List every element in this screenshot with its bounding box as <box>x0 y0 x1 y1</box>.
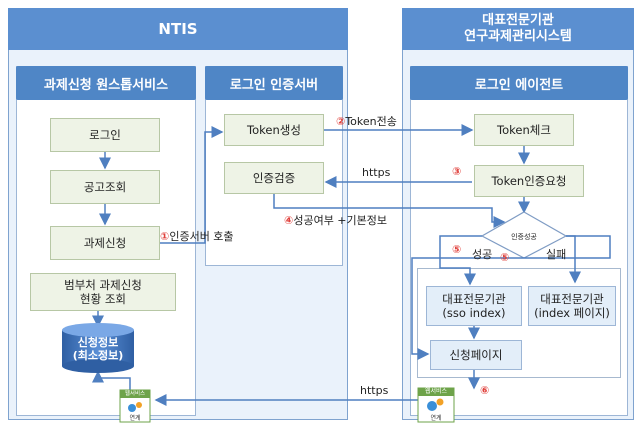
https-label-2: https <box>360 384 389 397</box>
token-check-label: Token체크 <box>497 123 551 137</box>
flow-5b: ⑤ <box>500 251 509 264</box>
sso-index-box: 대표전문기관 (sso index) <box>426 286 522 326</box>
arrow-success <box>439 235 482 286</box>
ws-left-title: 웹서비스 <box>124 391 146 397</box>
apply-page-label: 신청페이지 <box>449 348 503 362</box>
arrow-success-apply <box>411 235 611 360</box>
flow-2-number: ② <box>336 115 346 128</box>
result-group <box>417 268 621 378</box>
flow-6: ⑥ <box>480 384 489 397</box>
step-apply-label: 과제신청 <box>83 236 127 250</box>
arrow-result-info <box>273 194 506 228</box>
onestop-header: 과제신청 원스톱서비스 <box>16 66 196 100</box>
token-create-box: Token생성 <box>224 114 324 146</box>
step-login: 로그인 <box>50 118 160 152</box>
sso-index-label: 대표전문기관 (sso index) <box>442 292 506 320</box>
flow-1-number: ① <box>160 230 170 243</box>
database-cylinder <box>62 323 134 373</box>
login-agent-header: 로그인 에이전트 <box>410 66 628 100</box>
step-login-label: 로그인 <box>89 128 121 142</box>
web-service-icon-left <box>119 389 151 423</box>
flow-3-number-wrap: ③ <box>452 165 461 178</box>
flow-4-number: ④ <box>284 214 294 227</box>
auth-verify-label: 인증검증 <box>252 171 296 185</box>
decision-label: 인증성공 <box>511 232 537 241</box>
flow-3-number: ③ <box>452 165 462 178</box>
agency-title: 대표전문기관 연구과제관리시스템 <box>402 8 634 50</box>
arrow-call-auth <box>160 126 224 244</box>
flow-4-text: 성공여부 +기본정보 <box>293 214 388 227</box>
ws-right-title: 웹서비스 <box>424 388 448 395</box>
flow-2-text: Token전송 <box>345 115 397 128</box>
arrow-fail <box>566 235 581 284</box>
ntis-title: NTIS <box>8 8 348 50</box>
flow-2: ②Token전송 <box>336 113 397 129</box>
step-announcement: 공고조회 <box>50 170 160 204</box>
fail-label: 실패 <box>546 248 567 261</box>
ws-left-link: 연계 <box>129 415 141 422</box>
flow-5b-number: ⑤ <box>500 251 510 264</box>
https-label-1: https <box>362 166 391 179</box>
flow-5a: ⑤ <box>452 243 461 256</box>
flow-1: ①인증서버 호출 <box>160 228 234 244</box>
auth-verify-box: 인증검증 <box>224 162 324 194</box>
db-label: 신청정보 (최소정보) <box>72 336 124 362</box>
token-check-box: Token체크 <box>474 114 574 146</box>
apply-page-box: 신청페이지 <box>430 340 522 370</box>
success-label: 성공 <box>472 248 493 261</box>
flow-1-text: 인증서버 호출 <box>169 230 234 243</box>
token-create-label: Token생성 <box>247 123 301 137</box>
step-apply: 과제신청 <box>50 226 160 260</box>
ws-right-link: 연계 <box>430 415 442 422</box>
step-status: 범부처 과제신청 현황 조회 <box>30 273 176 311</box>
arrow-ws-db <box>92 370 131 392</box>
index-page-box: 대표전문기관 (index 페이지) <box>528 286 616 326</box>
step-status-label: 범부처 과제신청 현황 조회 <box>64 278 142 306</box>
step-announcement-label: 공고조회 <box>83 180 127 194</box>
auth-server-header: 로그인 인증서버 <box>205 66 343 100</box>
index-page-label: 대표전문기관 (index 페이지) <box>534 292 610 320</box>
token-request-label: Token인증요청 <box>491 174 567 188</box>
agency-title-text: 대표전문기관 연구과제관리시스템 <box>464 13 572 44</box>
web-service-icon-right <box>417 387 455 423</box>
token-request-box: Token인증요청 <box>474 165 584 197</box>
flow-6-number: ⑥ <box>480 384 490 397</box>
flow-4: ④성공여부 +기본정보 <box>284 212 387 228</box>
flow-5a-number: ⑤ <box>452 243 462 256</box>
